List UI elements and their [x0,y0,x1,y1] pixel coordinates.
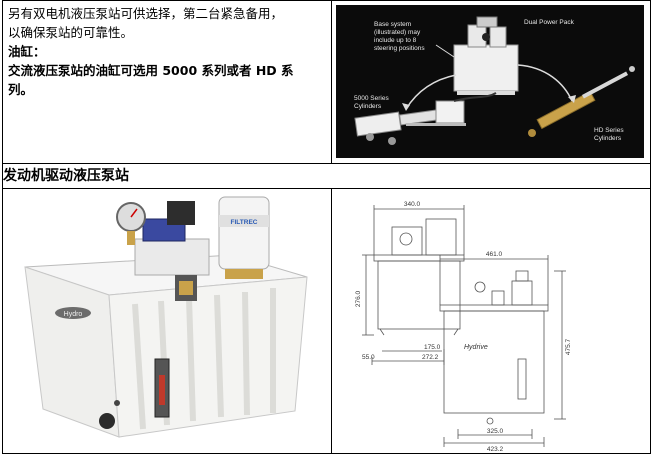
dimension-drawing: 340.0 276.0 175.0 55.0 272.2 461.0 475.7… [355,201,572,453]
cylinder-line-2: 列。 [8,82,34,97]
arrow-to-hd [517,64,573,102]
dim-325: 325.0 [487,428,504,435]
intro-cell: 另有双电机液压泵站可供选择，第二台紧急备用， 以确保泵站的可靠性。 油缸： 交流… [2,0,332,164]
filter-canister-icon [218,196,270,270]
engine-pump-art: Hydro FILTREC [24,196,308,438]
product-panel-art [354,16,635,145]
dim-55: 55.0 [362,354,375,361]
intro-text: 另有双电机液压泵站可供选择，第二台紧急备用， 以确保泵站的可靠性。 油缸： 交流… [3,1,331,99]
hd-series-cylinder-image [528,66,635,137]
drawing-cell: 340.0 276.0 175.0 55.0 272.2 461.0 475.7… [331,188,651,454]
drain-plug-icon [99,413,115,429]
label-base-system: Base system (illustrated) may include up… [374,21,425,52]
filter-brand-label: FILTREC [231,219,258,226]
label-dual-power-pack: Dual Power Pack [524,19,574,26]
dim-423-2: 423.2 [487,446,504,453]
product-panel: Base system (illustrated) may include up… [336,5,644,158]
drawing-tank-logo: Hydrive [464,344,488,351]
label-5000-series: 5000 Series Cylinders [354,95,389,110]
arrow-to-5000 [405,74,457,110]
photo-cell: Hydro FILTREC [2,188,332,454]
series-5000-cylinder-image [354,92,497,145]
cylinder-line-1: 交流液压泵站的油缸可选用 5000 系列或者 HD 系 [8,63,294,78]
dual-power-pack-image [453,16,519,95]
dim-front-width: 461.0 [486,251,503,258]
product-image-cell: Base system (illustrated) may include up… [331,0,651,164]
intro-line-2: 以确保泵站的可靠性。 [8,25,134,40]
dim-height-left: 276.0 [355,290,362,307]
section-title-engine-driven: 发动机驱动液压泵站 [2,163,651,189]
label-hd-series: HD Series Cylinders [594,127,624,142]
tank-logo: Hydro [64,311,83,318]
dim-top-width: 340.0 [404,201,421,208]
engine-pump-photo: Hydro FILTREC [3,189,331,453]
cylinder-heading: 油缸： [8,44,46,59]
intro-line-1: 另有双电机液压泵站可供选择，第二台紧急备用， [8,6,284,21]
dim-272-2: 272.2 [422,354,439,361]
spec-table: 另有双电机液压泵站可供选择，第二台紧急备用， 以确保泵站的可靠性。 油缸： 交流… [2,0,651,454]
dim-height-right: 475.7 [565,338,572,355]
dim-175: 175.0 [424,344,441,351]
